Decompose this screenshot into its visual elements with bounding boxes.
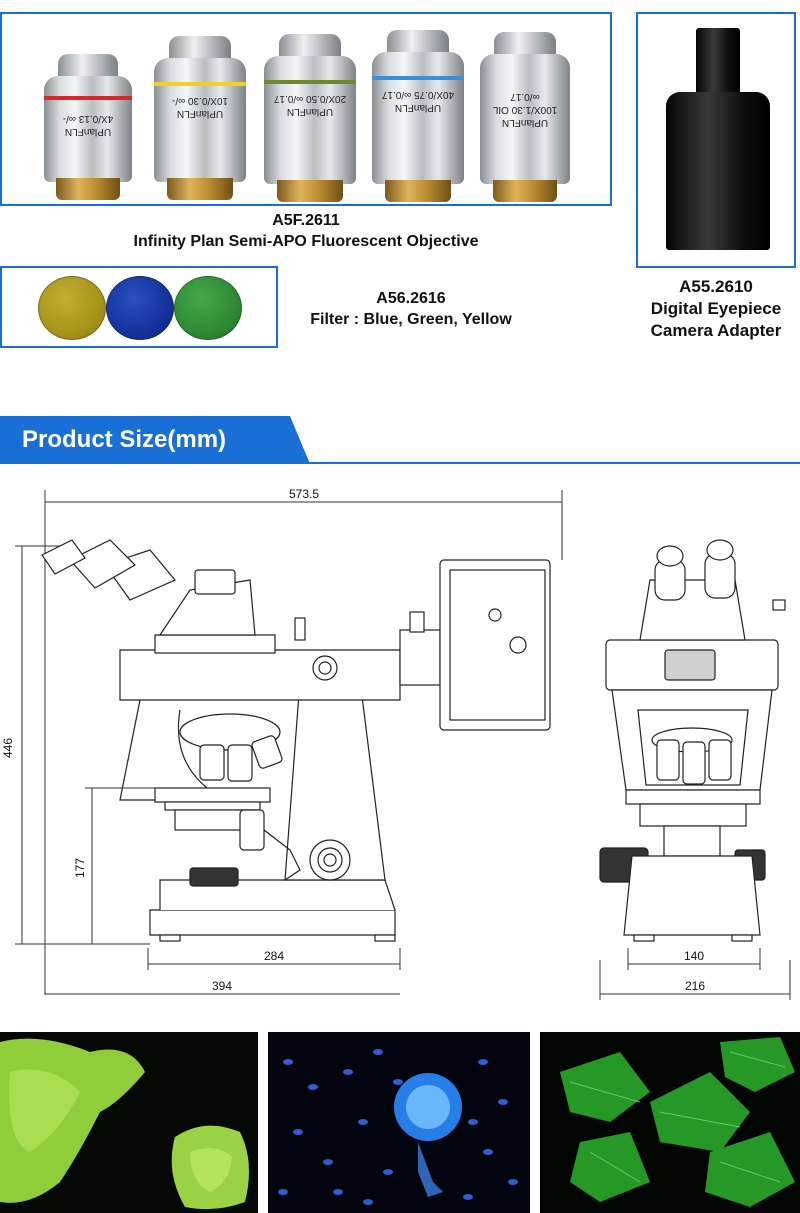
objective-ring xyxy=(44,96,132,100)
objective-label: UPlanFLN 10X/0.30 ∞/- xyxy=(171,95,229,119)
filter-yellow-swatch xyxy=(38,276,106,340)
adapter-code: A55.2610 xyxy=(679,277,753,296)
adapter-panel xyxy=(636,12,796,268)
dim-stage-height: 177 xyxy=(73,858,87,878)
adapter-body-icon xyxy=(666,92,770,250)
objective-10x: UPlanFLN 10X/0.30 ∞/- xyxy=(154,36,246,200)
objective-ring xyxy=(264,80,356,84)
objective-label: UPlanFLN 100X/1.30 OIL ∞/0.17 xyxy=(492,91,558,128)
objective-label: UPlanFLN 40X/0.75 ∞/0.17 xyxy=(381,89,455,113)
photo-green-cells xyxy=(540,1032,800,1213)
filters-panel xyxy=(0,266,278,348)
adapter-caption: A55.2610 Digital Eyepiece Camera Adapter xyxy=(636,276,796,342)
objective-40x: UPlanFLN 40X/0.75 ∞/0.17 xyxy=(372,30,464,202)
objective-ring xyxy=(154,82,246,86)
section-divider xyxy=(0,462,800,464)
filter-code: A56.2616 xyxy=(376,290,446,307)
objective-label: UPlanFLN 20X/0.50 ∞/0.17 xyxy=(273,93,347,117)
dim-front-inner-width: 140 xyxy=(684,949,704,963)
filter-name: Filter : Blue, Green, Yellow xyxy=(310,311,512,328)
dim-base-depth: 284 xyxy=(264,949,284,963)
photo-green-tissue xyxy=(0,1032,258,1213)
objective-100x: UPlanFLN 100X/1.30 OIL ∞/0.17 xyxy=(480,32,570,202)
dim-height: 446 xyxy=(1,738,15,758)
filter-caption: A56.2616 Filter : Blue, Green, Yellow xyxy=(278,288,544,330)
dim-body-depth: 394 xyxy=(212,979,232,993)
dimension-drawing: 573.5 446 177 284 394 140 216 xyxy=(1,487,791,1000)
adapter-tube-icon xyxy=(696,28,740,98)
photo-blue-nuclei xyxy=(268,1032,530,1213)
objective-20x: UPlanFLN 20X/0.50 ∞/0.17 xyxy=(264,34,356,202)
objective-caption: A5F.2611 Infinity Plan Semi-APO Fluoresc… xyxy=(0,210,612,252)
dim-total-width: 573.5 xyxy=(289,487,319,501)
section-header-bar xyxy=(0,416,310,464)
adapter-line2: Camera Adapter xyxy=(650,321,782,340)
objective-4x: UPlanFLN 4X/0.13 ∞/- xyxy=(44,54,132,200)
objective-code: A5F.2611 xyxy=(272,212,340,229)
objectives-panel: UPlanFLN 4X/0.13 ∞/- UPlanFLN 10X/0.30 ∞… xyxy=(0,12,612,206)
objective-ring xyxy=(372,76,464,80)
filter-blue-swatch xyxy=(106,276,174,340)
filter-green-swatch xyxy=(174,276,242,340)
dim-front-width: 216 xyxy=(685,979,705,993)
section-title: Product Size(mm) xyxy=(22,426,227,453)
objective-label: UPlanFLN 4X/0.13 ∞/- xyxy=(62,113,114,137)
objective-name: Infinity Plan Semi-APO Fluorescent Objec… xyxy=(133,233,479,250)
adapter-line1: Digital Eyepiece xyxy=(650,299,782,318)
